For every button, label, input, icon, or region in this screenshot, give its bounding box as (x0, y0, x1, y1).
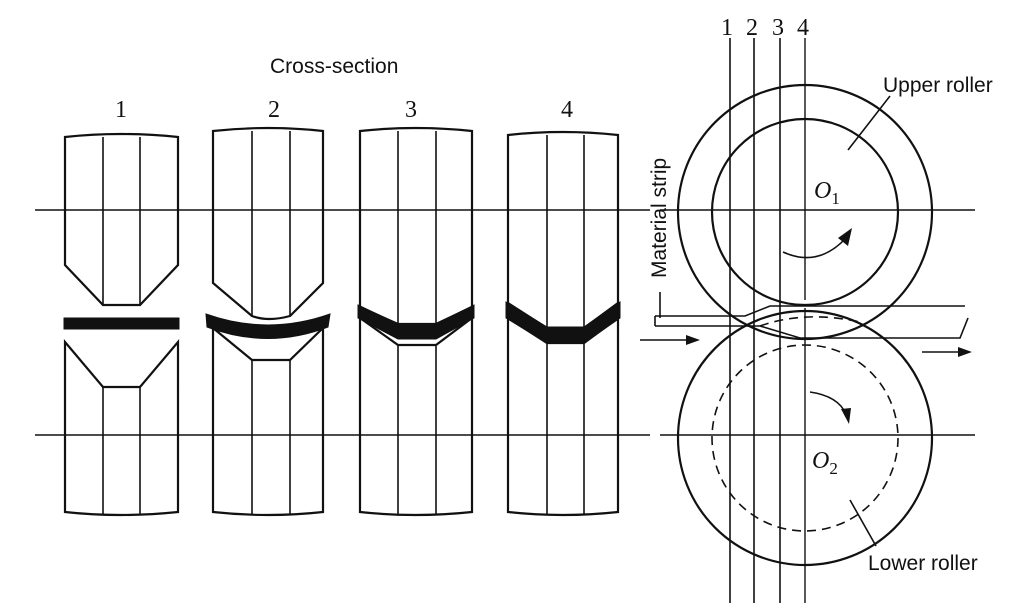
center-o1: O1 (814, 178, 840, 208)
roll-3-upper (358, 126, 474, 326)
roll-3-upper-grooves (397, 131, 437, 324)
roll-3-lower-grooves (397, 345, 437, 514)
strip-4 (505, 301, 621, 344)
roll-1-upper (63, 132, 180, 307)
roll-3-lower (358, 315, 474, 517)
top-number-4: 4 (797, 15, 809, 41)
material-strip-contact (759, 316, 861, 327)
cross-section-1 (63, 132, 180, 517)
roll-2-lower-grooves (251, 360, 291, 514)
material-strip-label: Material strip (648, 158, 671, 278)
roller-side-view (640, 38, 972, 603)
material-strip-band (655, 305, 969, 339)
cross-section-label: Cross-section (270, 55, 398, 78)
station-number-3: 3 (405, 97, 417, 123)
cross-section-4 (505, 130, 621, 517)
top-number-2: 2 (746, 15, 758, 41)
lower-rotation-arrowhead (841, 408, 851, 424)
strip-1 (63, 317, 180, 330)
lower-rotation-arrow (809, 391, 847, 415)
roll-4-upper-grooves (546, 135, 585, 328)
roll-2-upper (211, 126, 325, 321)
lower-roller-leader (849, 499, 877, 547)
upper-roller-leader (847, 95, 891, 151)
roll-4-upper (506, 130, 620, 330)
exit-arrow-head (958, 347, 972, 357)
upper-roller-label: Upper roller (883, 74, 993, 97)
station-number-2: 2 (268, 97, 280, 123)
cross-section-2 (205, 126, 331, 517)
roll-4-lower-grooves (546, 343, 585, 514)
top-number-3: 3 (772, 15, 784, 41)
feed-arrow-head (686, 335, 700, 345)
top-number-1: 1 (721, 15, 733, 41)
station-number-1: 1 (115, 97, 127, 123)
station-number-4: 4 (561, 97, 573, 123)
strip-3 (357, 304, 475, 340)
strip-2 (205, 313, 331, 339)
cross-section-3 (357, 126, 475, 517)
roll-1-lower-grooves (102, 387, 141, 514)
roll-1-upper-grooves (102, 137, 141, 305)
roll-4-lower (506, 315, 620, 517)
center-o2: O2 (812, 448, 838, 478)
roll-1-lower (63, 338, 180, 517)
lower-roller-label: Lower roller (868, 552, 978, 575)
upper-rotation-arrowhead (838, 228, 852, 246)
roll-2-upper-grooves (251, 131, 291, 316)
roll-2-lower (211, 325, 325, 517)
upper-rotation-arrow (782, 237, 847, 259)
